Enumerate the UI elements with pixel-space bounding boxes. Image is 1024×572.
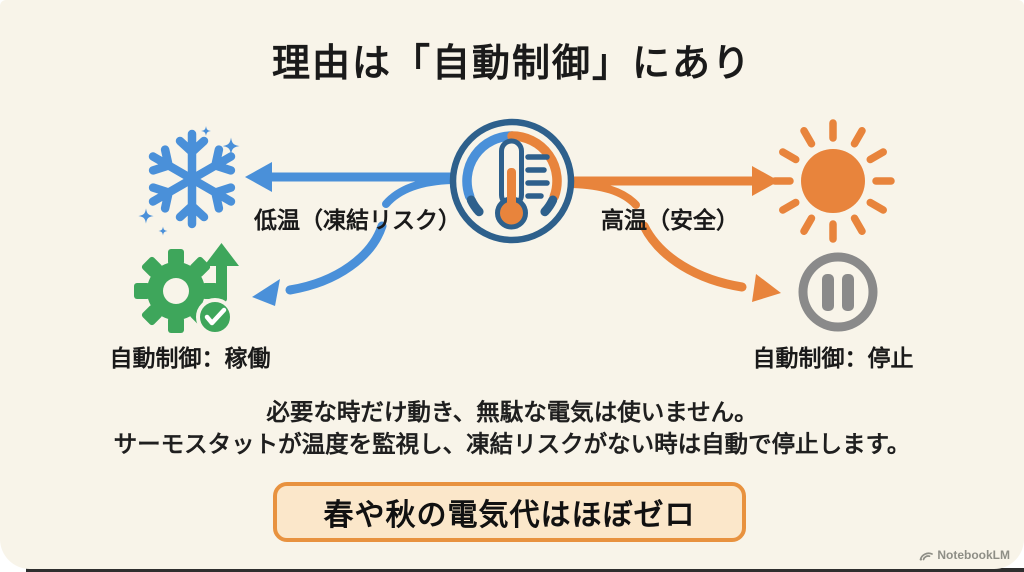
callout-text: 春や秋の電気代はほぼゼロ: [323, 499, 696, 532]
cold-condition-label: 低温（凍結リスク）: [254, 207, 461, 233]
description-line-2: サーモスタットが温度を監視し、凍結リスクがない時は自動で停止します。: [113, 431, 911, 457]
cold-arrow-head: [245, 162, 272, 192]
up-arrow-icon: [204, 243, 239, 302]
cold-arrow-curved-head: [252, 279, 280, 306]
sparkle-icons: [138, 126, 240, 236]
stop-result-label: 自動制御：停止: [752, 345, 914, 371]
bottom-edge-strip: [26, 568, 1024, 572]
page-title: 理由は「自動制御」にあり: [271, 43, 752, 85]
check-badge-icon: [196, 298, 234, 336]
cold-arrow-straight: [265, 172, 457, 208]
active-result-label: 自動制御：稼働: [109, 345, 271, 371]
watermark-text: NotebookLM: [937, 548, 1010, 562]
warm-arrow-straight: [567, 176, 757, 209]
thermostat-gauge-icon: [449, 118, 575, 244]
gauge-ticks: [525, 154, 550, 199]
warm-arrow-curved: [639, 221, 747, 292]
gear-check-icon: [134, 243, 239, 336]
sun-icon: [771, 119, 895, 243]
warm-arrow-head: [752, 166, 779, 196]
watermark: NotebookLM: [919, 548, 1010, 562]
description-line-1: 必要な時だけ動き、無駄な電気は使いません。: [266, 399, 758, 425]
warm-arrow-curved-head: [752, 274, 781, 302]
pause-icon: [798, 252, 878, 332]
snowflake-icon: [138, 126, 240, 236]
callout-box: 春や秋の電気代はほぼゼロ: [273, 482, 746, 542]
notebooklm-logo-icon: [919, 552, 934, 561]
warm-condition-label: 高温（安全）: [601, 207, 739, 233]
cold-arrow-curved: [285, 221, 387, 295]
